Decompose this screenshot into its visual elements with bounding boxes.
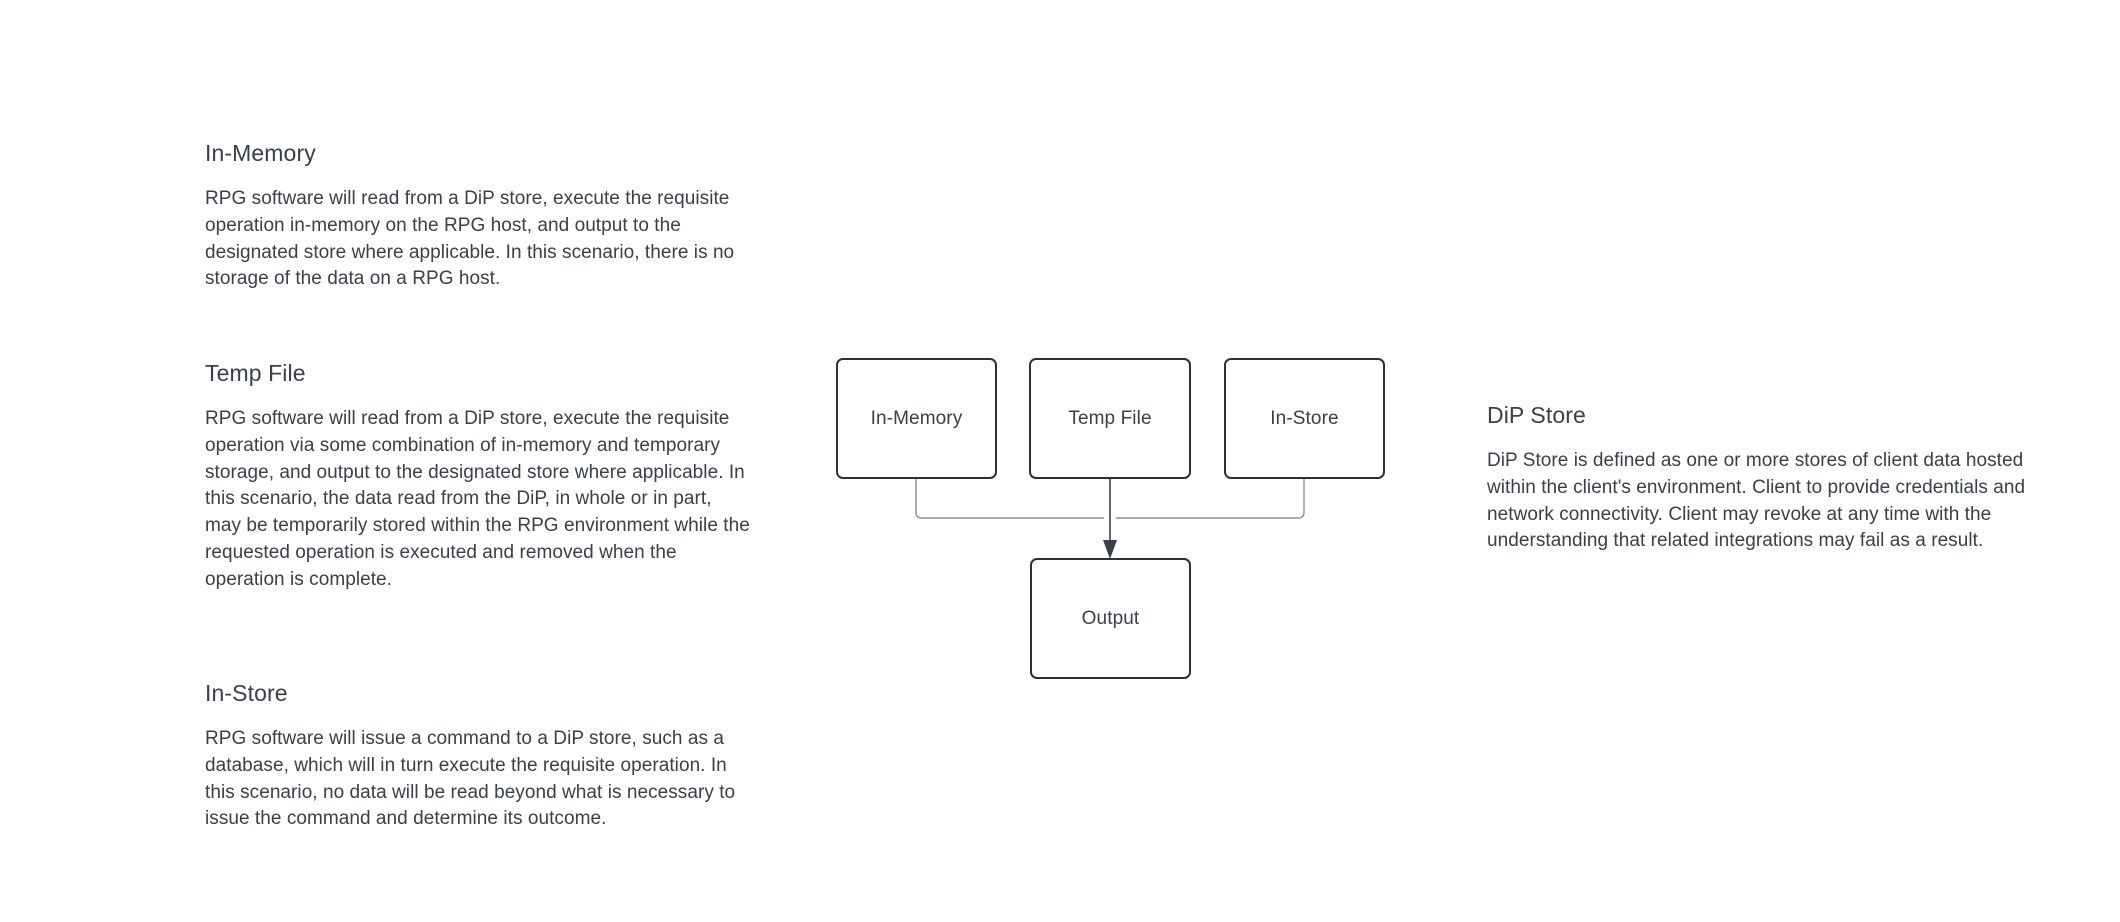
section-in-store: In-Store RPG software will issue a comma…	[205, 678, 750, 833]
section-dip-store-heading: DiP Store	[1487, 402, 1586, 428]
section-in-memory: In-Memory RPG software will read from a …	[205, 138, 750, 293]
section-dip-store: DiP Store DiP Store is defined as one or…	[1487, 400, 2077, 555]
flowchart-edges	[915, 479, 1305, 559]
section-temp-file: Temp File RPG software will read from a …	[205, 358, 750, 594]
flowchart-node-temp-file[interactable]: Temp File	[1029, 358, 1191, 479]
flowchart-node-in-memory-label: In-Memory	[870, 408, 963, 429]
edge-in-memory-to-output	[915, 479, 1104, 519]
flowchart-node-temp-file-label: Temp File	[1068, 408, 1152, 429]
section-in-store-body: RPG software will issue a command to a D…	[205, 728, 736, 830]
section-in-store-heading: In-Store	[205, 680, 288, 706]
section-dip-store-body: DiP Store is defined as one or more stor…	[1487, 450, 2026, 552]
flowchart-node-in-store[interactable]: In-Store	[1224, 358, 1385, 479]
arrowhead-icon	[1103, 540, 1117, 559]
section-temp-file-body: RPG software will read from a DiP store,…	[205, 408, 750, 590]
edge-in-store-to-output	[1116, 479, 1305, 519]
section-in-memory-body: RPG software will read from a DiP store,…	[205, 188, 735, 290]
flowchart-node-in-memory[interactable]: In-Memory	[836, 358, 997, 479]
flowchart-node-output[interactable]: Output	[1030, 558, 1191, 679]
flowchart-node-output-label: Output	[1081, 608, 1140, 629]
flowchart-diagram: In-Memory Temp File In-Store Output	[800, 330, 1440, 690]
flowchart-node-in-store-label: In-Store	[1270, 408, 1339, 429]
section-temp-file-heading: Temp File	[205, 360, 306, 386]
section-in-memory-heading: In-Memory	[205, 140, 316, 166]
